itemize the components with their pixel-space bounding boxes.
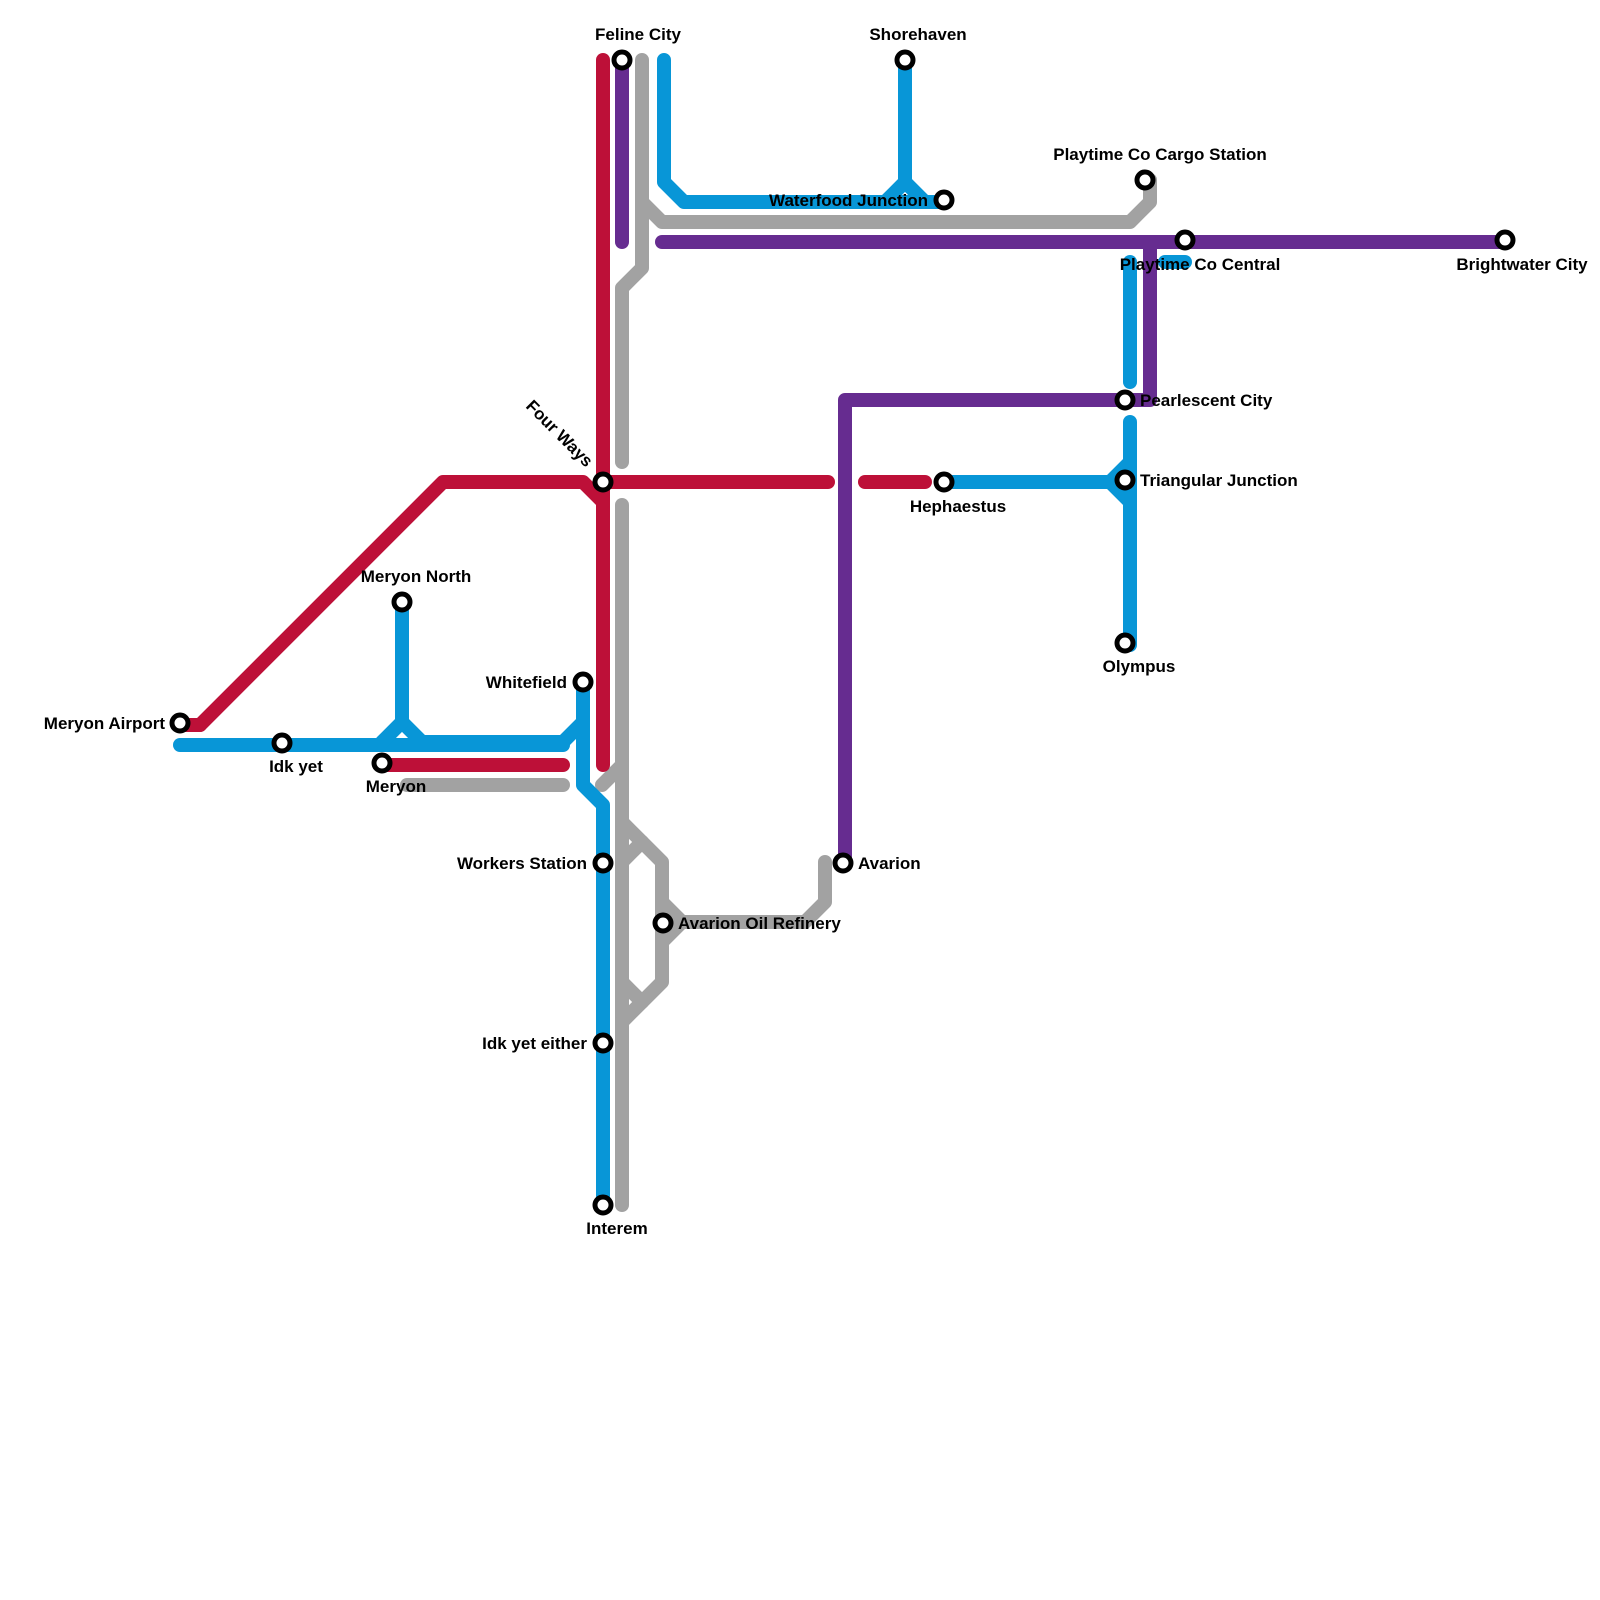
station-hephaestus[interactable] [933,471,955,493]
label-waterfood-junction: Waterfood Junction [769,191,928,210]
label-interem: Interem [586,1219,647,1238]
label-playtime-cargo: Playtime Co Cargo Station [1053,145,1266,164]
label-playtime-central: Playtime Co Central [1120,255,1281,274]
station-triangular-junction[interactable] [1114,469,1136,491]
label-workers-station: Workers Station [457,854,587,873]
red-line [173,53,932,772]
grey-line-segment [615,975,649,1009]
station-meryon-north[interactable] [391,591,413,613]
blue-line [173,53,1192,1215]
station-whitefield[interactable] [572,671,594,693]
station-waterfood-junction[interactable] [933,189,955,211]
label-avarion-oil-refinery: Avarion Oil Refinery [678,914,841,933]
label-pearlescent-city: Pearlescent City [1140,391,1273,410]
purple-line-segment [838,393,1132,869]
label-idk-yet-either: Idk yet either [482,1034,587,1053]
blue-line-segment [937,455,1137,489]
station-olympus[interactable] [1114,632,1136,654]
purple-line [615,53,1512,869]
label-whitefield: Whitefield [486,673,567,692]
label-meryon-airport: Meryon Airport [44,714,166,733]
blue-line-segment [898,175,932,209]
station-playtime-central[interactable] [1174,229,1196,251]
station-meryon-airport[interactable] [169,712,191,734]
grey-line-segment [595,758,629,792]
grey-line-segment [615,53,649,469]
station-workers-station[interactable] [592,852,614,874]
label-meryon-north: Meryon North [361,567,472,586]
blue-line-segment [657,53,951,209]
station-idk-yet[interactable] [271,732,293,754]
red-line-segment [193,475,610,732]
label-hephaestus: Hephaestus [910,497,1006,516]
blue-line-segment [375,715,409,749]
grey-line-segment [635,173,1157,229]
label-shorehaven: Shorehaven [869,25,966,44]
station-four-ways[interactable] [592,471,614,493]
label-four-ways: Four Ways [522,396,596,470]
station-brightwater-city[interactable] [1494,229,1516,251]
grey-line-segment [655,915,689,949]
label-feline-city: Feline City [595,25,682,44]
blue-line-segment [576,715,610,1215]
label-olympus: Olympus [1103,657,1176,676]
label-meryon: Meryon [366,777,426,796]
label-avarion: Avarion [858,854,921,873]
station-idk-yet-either[interactable] [592,1032,614,1054]
station-playtime-cargo[interactable] [1134,169,1156,191]
blue-line-segment [1103,475,1137,509]
station-avarion-oil-refinery[interactable] [652,912,674,934]
label-triangular-junction: Triangular Junction [1140,471,1298,490]
station-interem[interactable] [592,1194,614,1216]
station-feline-city[interactable] [611,49,633,71]
purple-line-segment [1123,235,1157,407]
station-pearlescent-city[interactable] [1114,389,1136,411]
station-meryon[interactable] [371,752,393,774]
grey-line-segment [615,835,649,869]
stations [169,49,1516,1216]
station-labels: Feline City Shorehaven Playtime Co Cargo… [44,25,1588,1238]
station-avarion[interactable] [832,852,854,874]
label-idk-yet: Idk yet [269,757,323,776]
grey-line-segment [655,855,832,929]
label-brightwater-city: Brightwater City [1456,255,1588,274]
station-shorehaven[interactable] [894,49,916,71]
